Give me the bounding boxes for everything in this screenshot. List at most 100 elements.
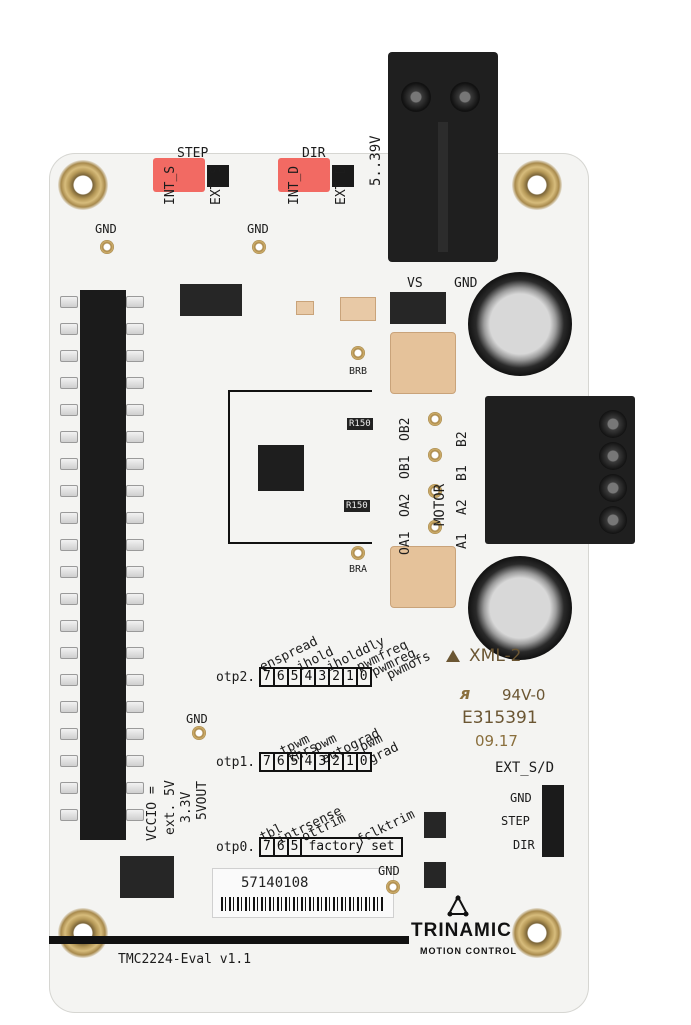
header-pin: [60, 809, 78, 821]
transistor: [424, 862, 446, 888]
header-pin: [126, 647, 144, 659]
otp1-bits: 7 6 5 4 3 2 1 0: [259, 752, 372, 772]
ob1-label: OB1: [398, 455, 413, 479]
header-pin: [60, 701, 78, 713]
header-pin: [126, 458, 144, 470]
header-pin: [126, 620, 144, 632]
vccio-option-ext5v: ext. 5V: [163, 780, 178, 835]
electrolytic-capacitor-top: [468, 272, 572, 376]
driver-outline: [228, 390, 372, 544]
otp0-label: otp0.: [216, 840, 256, 855]
header-pin: [126, 782, 144, 794]
bit: 4: [302, 669, 317, 685]
gnd-label-mid: GND: [186, 712, 208, 726]
motor-terminal-block: [485, 396, 635, 544]
header-pin: [126, 404, 144, 416]
bit: 2: [330, 754, 344, 770]
bit: 4: [302, 754, 317, 770]
diode-vs: [390, 292, 446, 324]
bra-label: BRA: [349, 564, 368, 575]
sense-resistor-top: R150: [347, 418, 373, 430]
header-pin: [126, 593, 144, 605]
transistor: [424, 812, 446, 838]
bit: 0: [359, 754, 368, 769]
header-pin: [126, 377, 144, 389]
eeprom-chip: [120, 856, 174, 898]
serial-number: 57140108: [241, 875, 309, 891]
dir-jumper-pin: [332, 165, 354, 187]
bit: 5: [289, 754, 303, 770]
mounting-hole-bottom-right: [512, 908, 562, 958]
mounting-hole-top-right: [512, 160, 562, 210]
barcode: [221, 897, 385, 911]
brand-subtitle: MOTION CONTROL: [420, 946, 517, 956]
brb-label: BRB: [349, 366, 368, 377]
vccio-label: VCCIO =: [145, 786, 160, 841]
oa2-test-point: [428, 484, 442, 498]
ext-sd-label: EXT_S/D: [495, 760, 555, 776]
screw-icon: [599, 474, 627, 502]
sense-resistor-bottom: R150: [344, 500, 370, 512]
header-pin: [60, 728, 78, 740]
rating-mark: 94V-0: [502, 686, 546, 704]
b1-label: B1: [455, 465, 470, 481]
header-pin: [60, 647, 78, 659]
gnd-power-label: GND: [454, 276, 478, 291]
inductor-top: [390, 332, 456, 394]
screw-icon: [599, 410, 627, 438]
dir-jumper-cap[interactable]: [278, 158, 330, 192]
ul-mark-icon: ᴙ: [460, 684, 471, 703]
triangle-icon: [446, 650, 460, 662]
ext-s-label: EXT_S: [209, 165, 224, 205]
header-pin: [60, 485, 78, 497]
mounting-hole-top-left: [58, 160, 108, 210]
bit: 3: [316, 754, 331, 770]
int-s-label: INT_S: [163, 165, 178, 205]
ext-sd-header[interactable]: [542, 785, 564, 857]
inductor-bottom: [390, 546, 456, 608]
step-jumper-cap[interactable]: [153, 158, 205, 192]
diode-top-left: [180, 284, 242, 316]
ob2-label: OB2: [398, 417, 413, 441]
ob2-test-point: [428, 412, 442, 426]
serial-sticker: 57140108: [212, 868, 394, 918]
bra-test-point: [351, 546, 365, 560]
oa2-label: OA2: [398, 493, 413, 517]
silkscreen-bar: [49, 936, 409, 944]
header-pin: [60, 458, 78, 470]
header-pin: [126, 566, 144, 578]
vccio-option-3v3: 3.3V: [179, 791, 194, 823]
bit: 0: [359, 669, 368, 684]
header-pin: [126, 431, 144, 443]
bit: 7: [261, 839, 275, 855]
otp1-label: otp1.: [216, 755, 256, 770]
capacitor: [340, 297, 376, 321]
a2-label: A2: [455, 499, 470, 515]
bit: 6: [275, 754, 289, 770]
b2-label: B2: [455, 431, 470, 447]
ob1-test-point: [428, 448, 442, 462]
trinamic-logo-icon: [447, 894, 469, 917]
header-pin: [126, 323, 144, 335]
header-pin: [60, 755, 78, 767]
header-pin: [60, 296, 78, 308]
resistor: [296, 301, 314, 315]
header-pin: [60, 674, 78, 686]
vccio-option-5vout: 5VOUT: [195, 780, 210, 820]
screw-icon: [599, 506, 627, 534]
header-pin: [60, 350, 78, 362]
electrolytic-capacitor-bottom: [468, 556, 572, 660]
step-label: STEP: [177, 146, 209, 161]
gnd-test-point: [100, 240, 114, 254]
gnd-label-top-left: GND: [95, 222, 117, 236]
bit: 6: [275, 839, 289, 855]
pin-dir-label: DIR: [513, 838, 535, 852]
header-pin: [126, 296, 144, 308]
header-pin: [60, 620, 78, 632]
int-d-label: INT_D: [287, 165, 302, 205]
header-pin: [126, 512, 144, 524]
bit: 3: [316, 669, 331, 685]
screw-icon: [450, 82, 480, 112]
header-pin: [60, 566, 78, 578]
tmc2224-chip: [258, 445, 304, 491]
